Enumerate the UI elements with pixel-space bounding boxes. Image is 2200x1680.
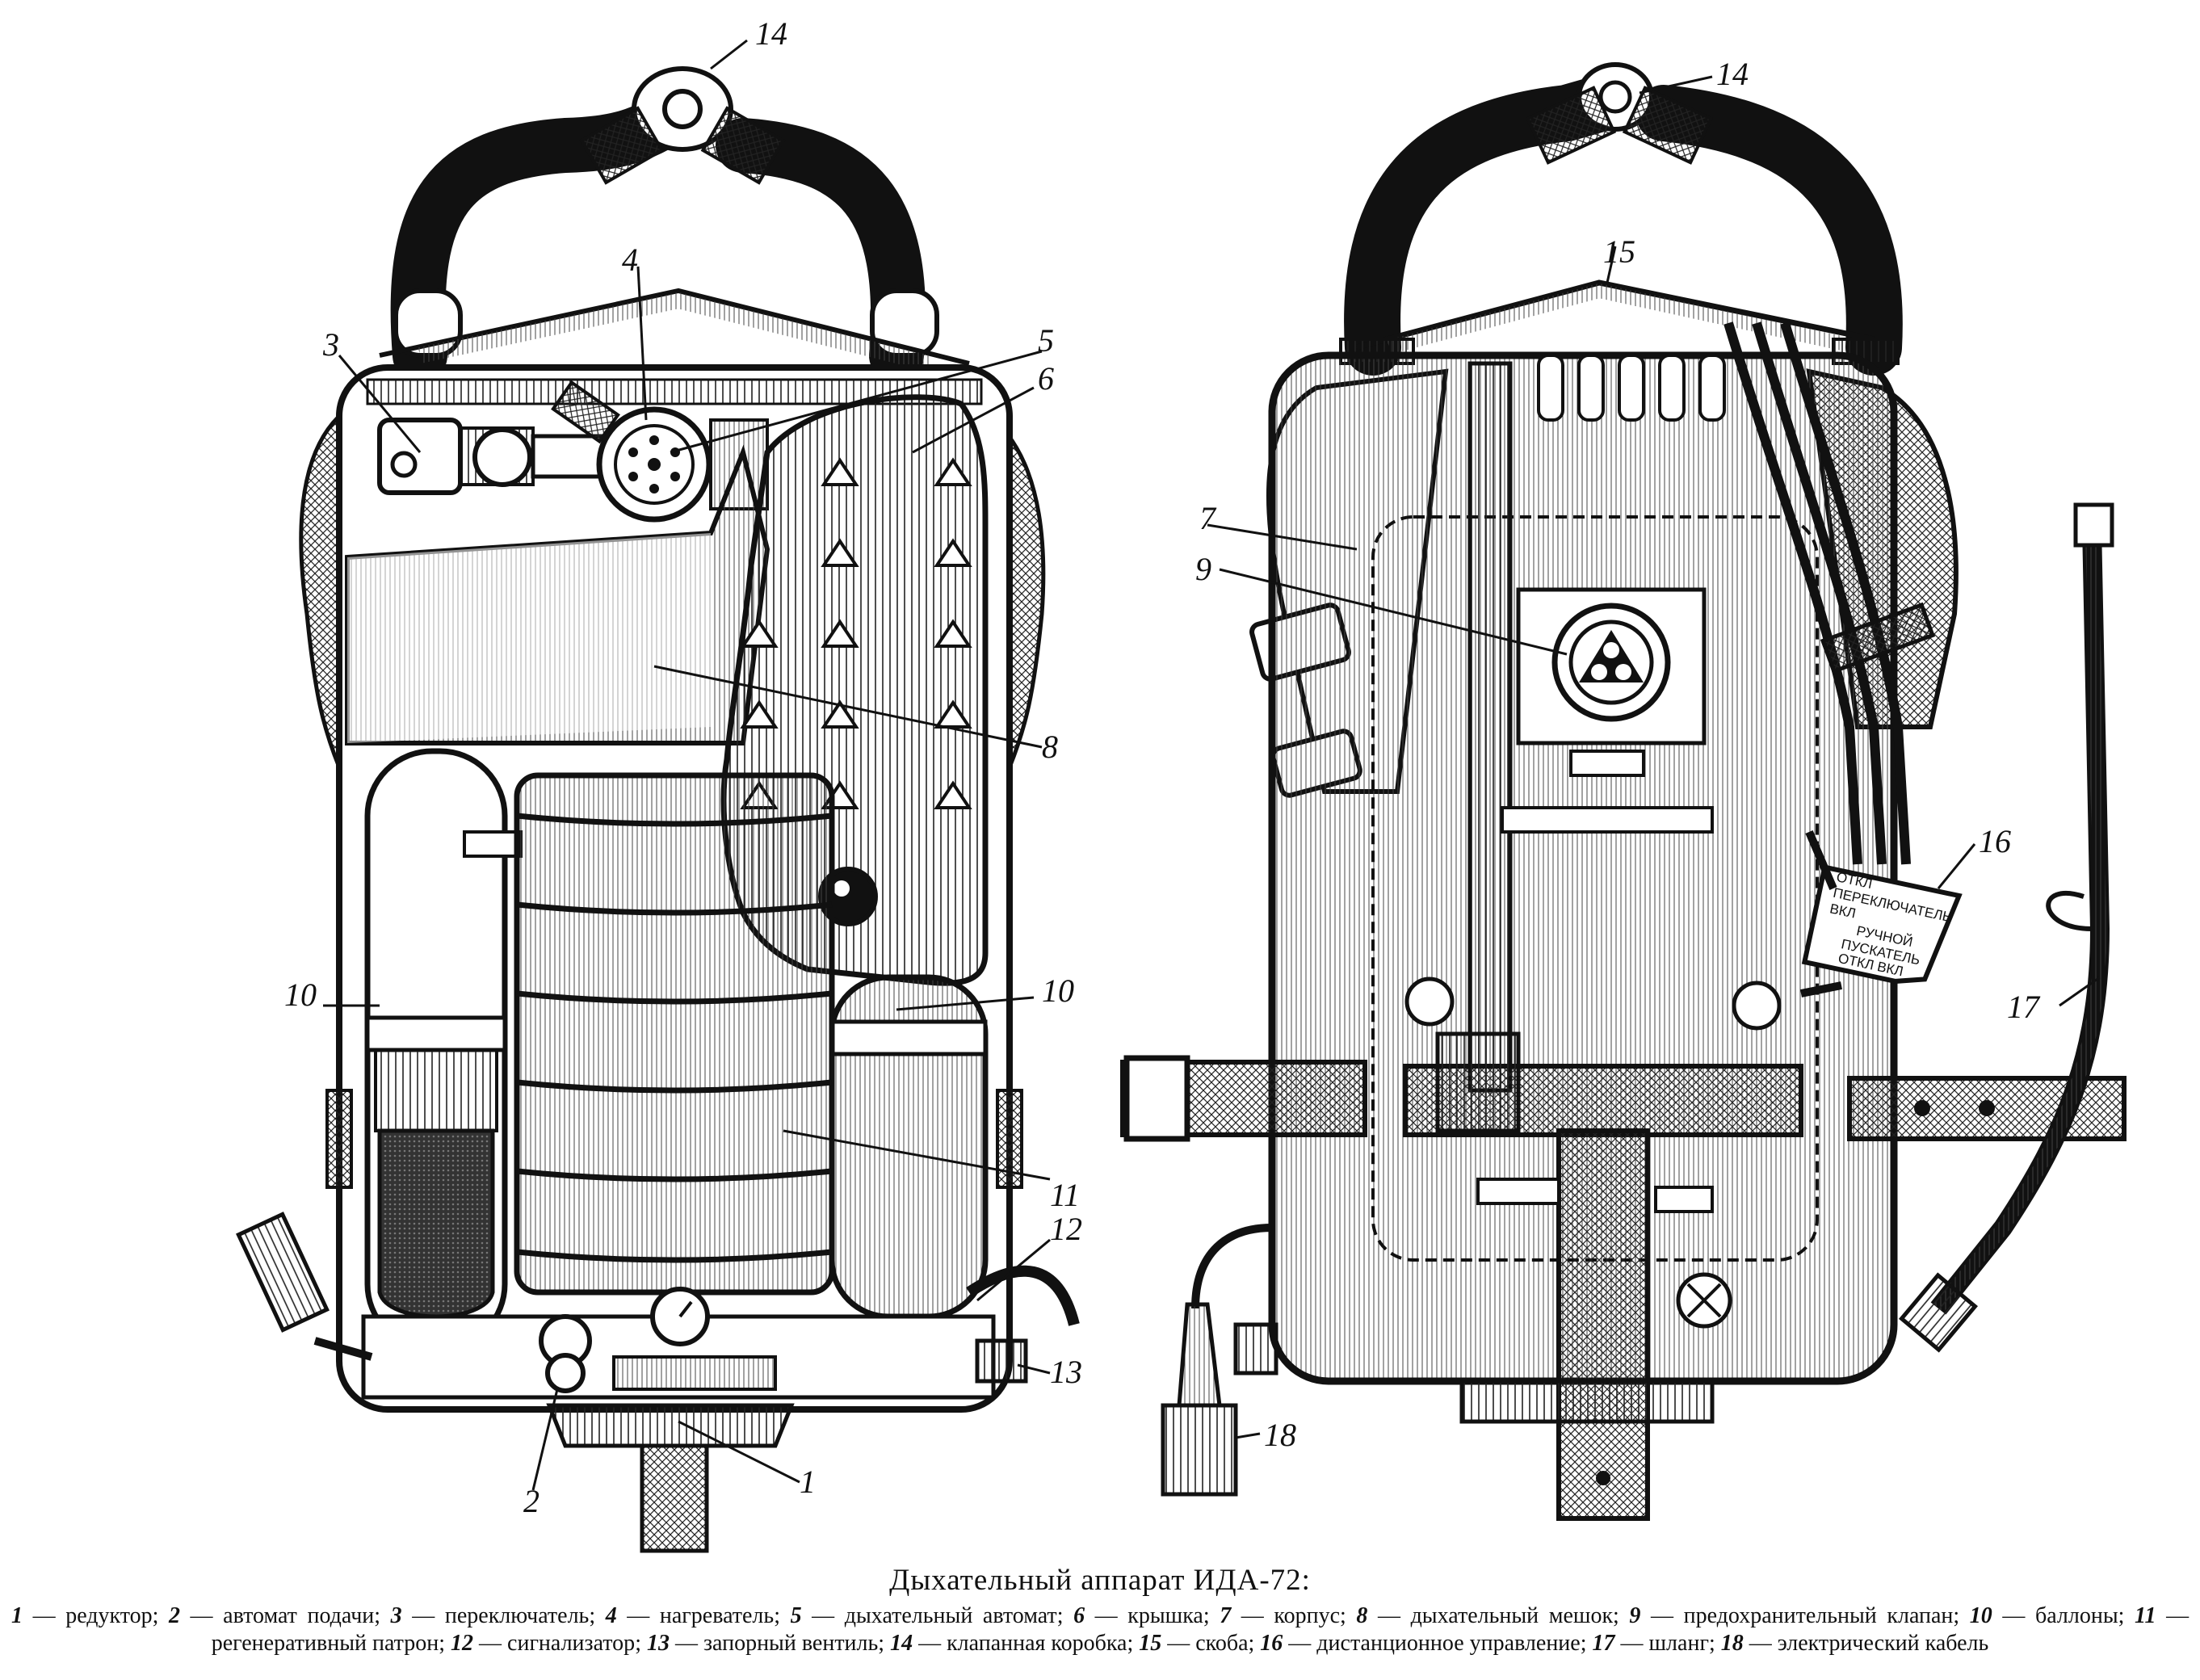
caption-title: Дыхательный аппарат ИДА-72: bbox=[889, 1564, 1311, 1597]
legend-text: корпус bbox=[1274, 1603, 1340, 1628]
callout-front-12: 12 bbox=[1050, 1211, 1082, 1247]
callout-rear-16: 16 bbox=[1979, 823, 2011, 859]
legend-text: сигнализатор bbox=[507, 1631, 636, 1656]
legend-text: редуктор bbox=[65, 1603, 153, 1628]
electric-cable bbox=[1191, 1224, 1273, 1309]
callout-front-14: 14 bbox=[755, 15, 787, 52]
callout-front-10-left: 10 bbox=[284, 976, 317, 1013]
callout-rear-14: 14 bbox=[1716, 56, 1749, 92]
legend-number: 11 bbox=[2135, 1603, 2156, 1628]
callout-rear-18: 18 bbox=[1264, 1417, 1296, 1453]
legend-number: 9 bbox=[1629, 1603, 1641, 1628]
front-view-interior bbox=[236, 39, 1080, 1553]
legend-text: регенеративный патрон bbox=[211, 1631, 439, 1656]
callout-front-6: 6 bbox=[1038, 360, 1054, 397]
legend-number: 16 bbox=[1260, 1631, 1283, 1656]
legend-text: дистанционное управление bbox=[1316, 1631, 1581, 1656]
legend-number: 10 bbox=[1969, 1603, 1992, 1628]
legend-number: 1 bbox=[11, 1603, 23, 1628]
valve-box-rear bbox=[1525, 62, 1714, 165]
callout-rear-17: 17 bbox=[2007, 989, 2041, 1025]
legend-text: электрический кабель bbox=[1777, 1631, 1989, 1656]
cylinder-right bbox=[829, 974, 989, 1320]
callout-rear-7: 7 bbox=[1199, 500, 1217, 536]
remote-control: ОТКЛ ПЕРЕКЛЮЧАТЕЛЬ ВКЛ РУЧНОЙ ПУСКАТЕЛЬ … bbox=[1800, 830, 1963, 998]
callout-front-13: 13 bbox=[1050, 1354, 1082, 1390]
legend-text: нагреватель bbox=[659, 1603, 775, 1628]
rear-view: ОТКЛ ПЕРЕКЛЮЧАТЕЛЬ ВКЛ РУЧНОЙ ПУСКАТЕЛЬ … bbox=[1120, 62, 2127, 1521]
valve-box bbox=[579, 66, 786, 185]
legend-number: 12 bbox=[451, 1631, 474, 1656]
technical-illustration: ОТКЛ ПЕРЕКЛЮЧАТЕЛЬ ВКЛ РУЧНОЙ ПУСКАТЕЛЬ … bbox=[236, 15, 2127, 1553]
legend-number: 8 bbox=[1356, 1603, 1368, 1628]
callout-front-2: 2 bbox=[523, 1483, 540, 1519]
legend-text: шланг bbox=[1648, 1631, 1709, 1656]
legend-number: 18 bbox=[1720, 1631, 1744, 1656]
callout-rear-9: 9 bbox=[1195, 551, 1211, 587]
callout-front-10-right: 10 bbox=[1042, 972, 1074, 1009]
legend-number: 3 bbox=[390, 1603, 402, 1628]
callout-front-3: 3 bbox=[322, 326, 339, 363]
legend-text: дыхательный автомат bbox=[844, 1603, 1057, 1628]
legend-text: клапанная коробка bbox=[947, 1631, 1127, 1656]
waist-belt bbox=[1120, 1031, 2127, 1142]
callout-labels-rear: 14 15 7 9 16 17 18 bbox=[1195, 56, 2041, 1453]
regenerative-cartridge bbox=[514, 772, 835, 1296]
legend-number: 4 bbox=[605, 1603, 617, 1628]
callout-front-11: 11 bbox=[1050, 1177, 1080, 1213]
legend-number: 7 bbox=[1220, 1603, 1232, 1628]
callout-front-8: 8 bbox=[1042, 729, 1058, 765]
callout-front-5: 5 bbox=[1038, 322, 1054, 359]
figure-caption: Дыхательный аппарат ИДА-72: 1 — редуктор… bbox=[11, 1563, 2189, 1657]
legend-text: крышка bbox=[1127, 1603, 1203, 1628]
legend-number: 14 bbox=[890, 1631, 913, 1656]
caption-legend: 1 — редуктор; 2 — автомат подачи; 3 — пе… bbox=[11, 1603, 2190, 1656]
callout-front-1: 1 bbox=[800, 1464, 816, 1500]
cylinder-left bbox=[364, 748, 523, 1352]
legend-number: 6 bbox=[1073, 1603, 1085, 1628]
legend-text: запорный вентиль bbox=[703, 1631, 879, 1656]
legend-number: 13 bbox=[646, 1631, 670, 1656]
legend-number: 5 bbox=[790, 1603, 802, 1628]
legend-text: автомат подачи bbox=[223, 1603, 375, 1628]
callout-front-4: 4 bbox=[622, 242, 638, 278]
legend-number: 2 bbox=[168, 1603, 180, 1628]
bottom-mechanism bbox=[236, 1212, 1080, 1400]
legend-text: дыхательный мешок bbox=[1410, 1603, 1614, 1628]
bracket bbox=[1356, 279, 1875, 351]
mouthpiece-tube bbox=[640, 1443, 709, 1553]
legend-text: скоба bbox=[1195, 1631, 1249, 1656]
legend-text: предохранительный клапан bbox=[1683, 1603, 1954, 1628]
legend-number: 17 bbox=[1592, 1631, 1615, 1656]
safety-valve bbox=[1516, 587, 1707, 746]
legend-number: 15 bbox=[1139, 1631, 1162, 1656]
callout-rear-15: 15 bbox=[1603, 233, 1635, 270]
legend-text: переключатель bbox=[444, 1603, 590, 1628]
legend-text: баллоны bbox=[2034, 1603, 2118, 1628]
callout-labels-front: 14 4 3 5 6 8 10 10 11 12 13 2 1 bbox=[284, 15, 1082, 1519]
